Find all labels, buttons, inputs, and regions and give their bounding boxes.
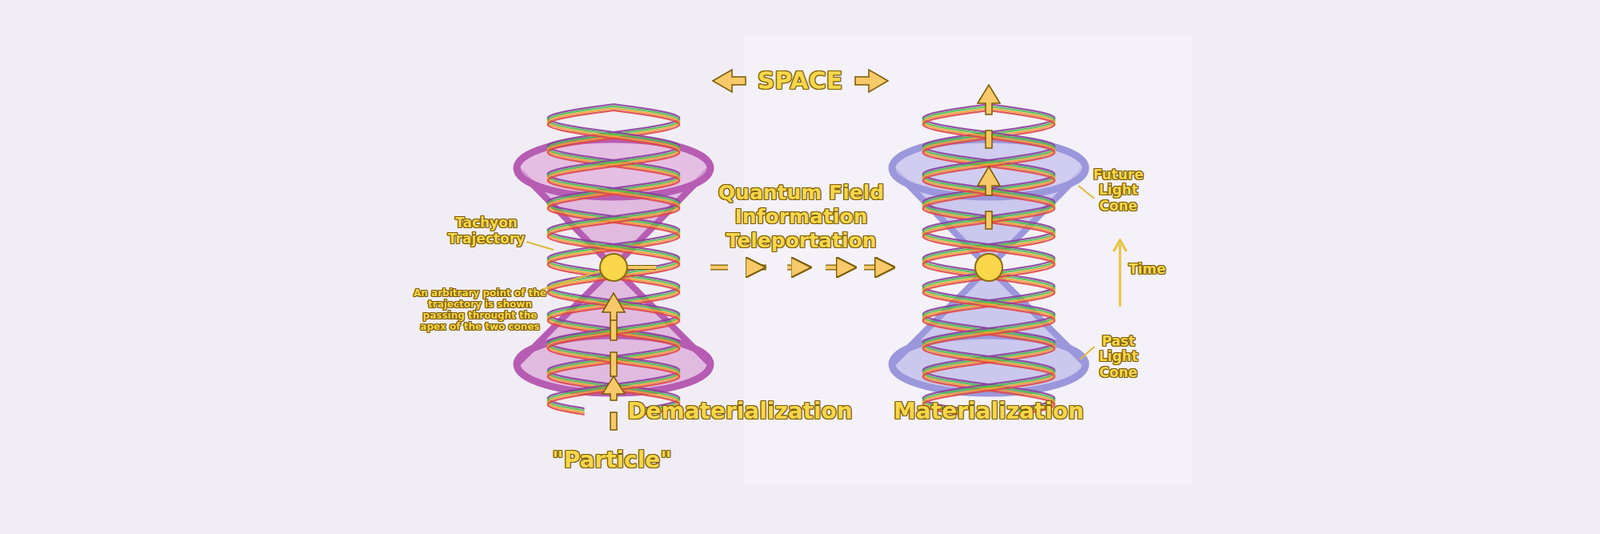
trajectory-arrows [602,69,1127,430]
note-text: An arbitrary point of the trajectory is … [412,288,548,332]
helix-strand [548,106,680,411]
helix-strand [923,106,1055,411]
callout-label: Past Light Cone [1090,333,1147,381]
axis-label: SPACE [757,67,844,96]
helix-strand [548,104,680,408]
helix-strand [923,106,1055,411]
helix-strand [923,110,1055,415]
dna-helix [548,104,1055,415]
apex-point [600,253,1003,281]
callout-label: Future Light Cone [1090,167,1147,215]
helix-strand [548,106,680,411]
connector-outline [710,264,892,271]
light-cone-region: Dematerialization [516,136,711,397]
teleport-arrow [710,265,892,270]
helix-strand [923,108,1055,412]
callout-label: Tachyon Trajectory [438,215,535,247]
left-cone [516,139,711,393]
helix-strand [548,110,680,415]
helix-strand [548,104,680,408]
node-heading: Materialization [893,398,1084,424]
connector-label: Quantum Field Information Teleportation [657,180,946,253]
axis-label: Time [1128,261,1167,278]
caption-label: "Particle" [552,447,672,473]
helix-strand [548,108,680,412]
light-cone-region: Materialization [892,136,1086,397]
right-cone [892,139,1086,393]
node-heading: Dematerialization [627,398,853,424]
